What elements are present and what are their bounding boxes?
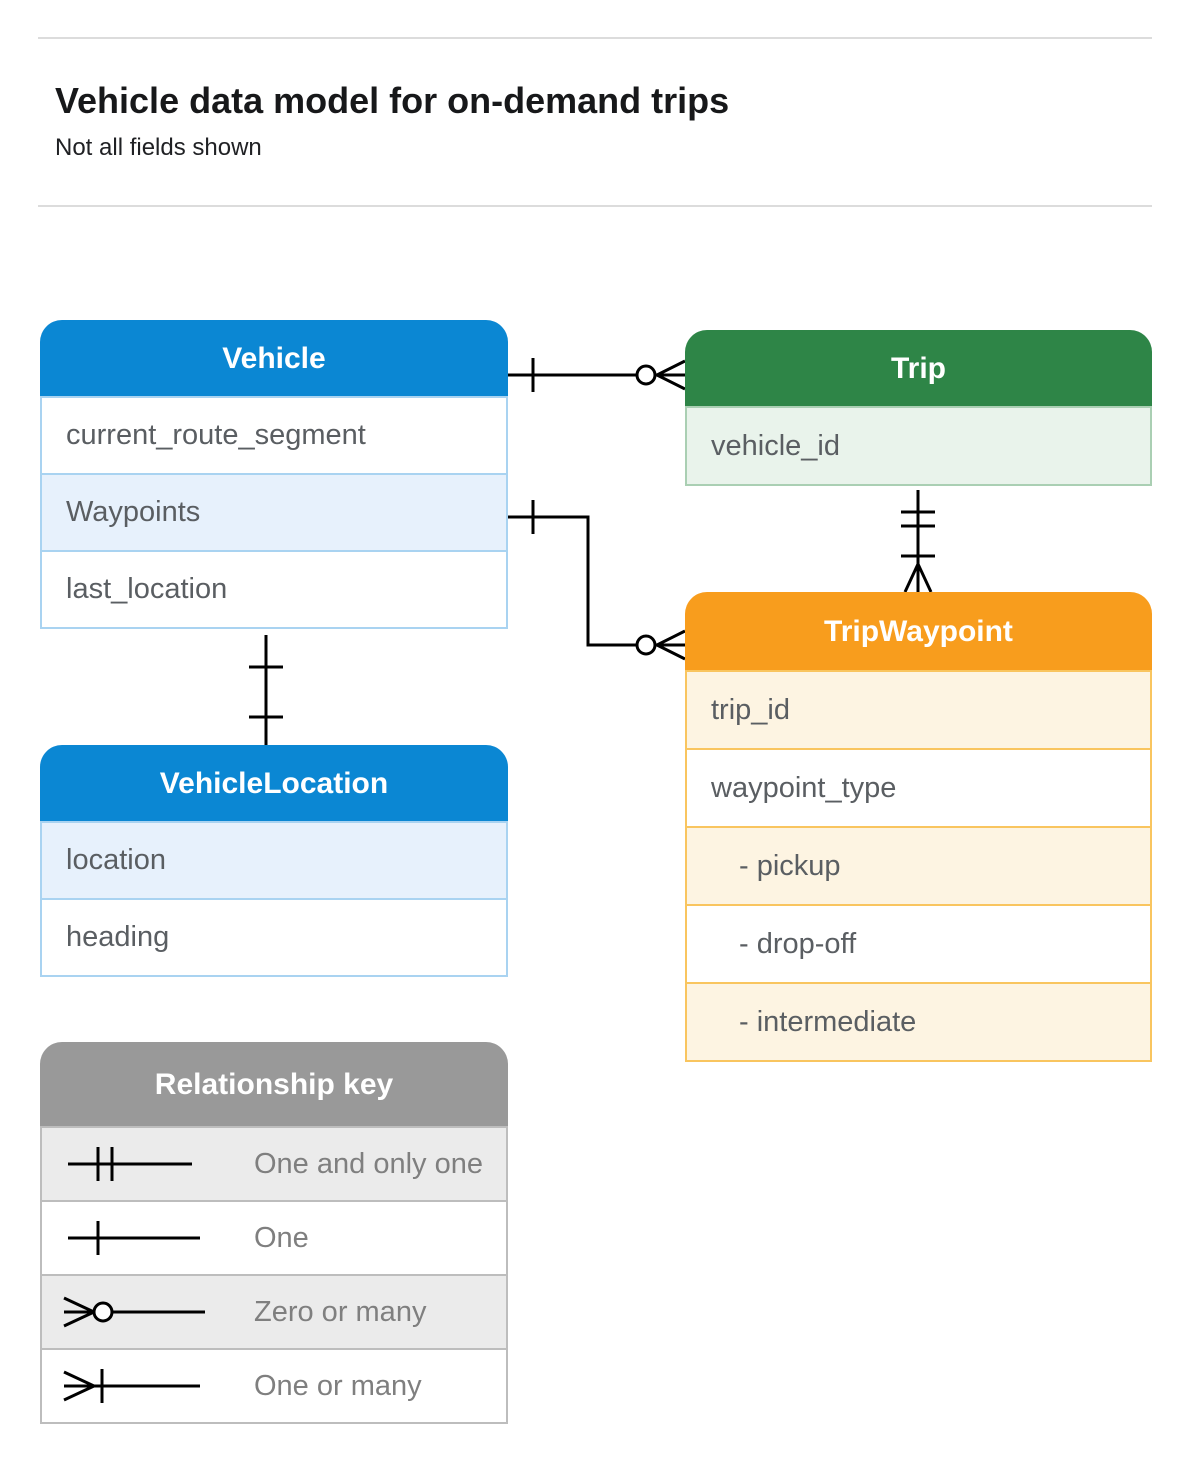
crow-foot-marker	[903, 563, 933, 593]
entity-title: TripWaypoint	[824, 615, 1013, 648]
entity-field: current_route_segment	[40, 396, 508, 475]
connector-vehicle-trip	[508, 358, 686, 392]
entity-field: - intermediate	[685, 982, 1152, 1062]
one-and-only-one-marker	[901, 510, 935, 528]
one-and-only-one-icon	[68, 1147, 192, 1181]
entity-field: heading	[40, 898, 508, 977]
entity-field: - drop-off	[685, 904, 1152, 984]
zero-circle-marker	[635, 634, 657, 656]
entity-field: Waypoints	[40, 473, 508, 552]
legend-label: One	[254, 1221, 309, 1254]
crow-foot-marker	[656, 629, 686, 661]
page-subtitle: Not all fields shown	[55, 134, 262, 161]
connector-vehicle-vehiclelocation	[249, 635, 283, 745]
entity-title: Vehicle	[222, 342, 326, 375]
relationship-key-header: Relationship key	[40, 1042, 508, 1128]
connector-line	[508, 515, 685, 647]
page-title: Vehicle data model for on-demand trips	[55, 80, 730, 121]
legend-item: Zero or many	[40, 1274, 508, 1350]
entity-vehicle-location: VehicleLocation location heading	[40, 745, 508, 977]
entity-vehicle: Vehicle current_route_segment Waypoints …	[40, 320, 508, 629]
entity-vehicle-location-header: VehicleLocation	[40, 745, 508, 823]
entity-field: last_location	[40, 550, 508, 629]
entity-field: location	[40, 821, 508, 900]
crow-foot-marker	[656, 359, 686, 391]
zero-or-many-icon	[63, 1296, 205, 1328]
legend-item: One and only one	[40, 1126, 508, 1202]
relationship-key: Relationship key One and only one One Ze…	[40, 1042, 508, 1424]
entity-field: - pickup	[685, 826, 1152, 906]
entity-trip: Trip vehicle_id	[685, 330, 1152, 486]
connector-trip-tripwaypoint	[901, 490, 935, 593]
entity-trip-waypoint-header: TripWaypoint	[685, 592, 1152, 672]
entity-trip-header: Trip	[685, 330, 1152, 408]
legend-item: One or many	[40, 1348, 508, 1424]
relationship-key-title: Relationship key	[154, 1068, 394, 1101]
legend-label: One or many	[254, 1369, 422, 1402]
zero-circle-marker	[635, 364, 657, 386]
connector-waypoints-tripwaypoint	[508, 500, 686, 661]
one-or-many-icon	[63, 1369, 200, 1403]
entity-trip-waypoint: TripWaypoint trip_id waypoint_type - pic…	[685, 592, 1152, 1062]
entity-field: vehicle_id	[685, 406, 1152, 486]
entity-field: waypoint_type	[685, 748, 1152, 828]
entity-field: trip_id	[685, 670, 1152, 750]
top-divider	[38, 37, 1152, 39]
legend-item: One	[40, 1200, 508, 1276]
legend-label: Zero or many	[254, 1295, 427, 1328]
entity-title: VehicleLocation	[159, 767, 389, 800]
entity-vehicle-header: Vehicle	[40, 320, 508, 398]
one-icon	[68, 1221, 200, 1255]
entity-title: Trip	[890, 352, 946, 385]
header-divider	[38, 205, 1152, 207]
legend-label: One and only one	[254, 1147, 483, 1180]
